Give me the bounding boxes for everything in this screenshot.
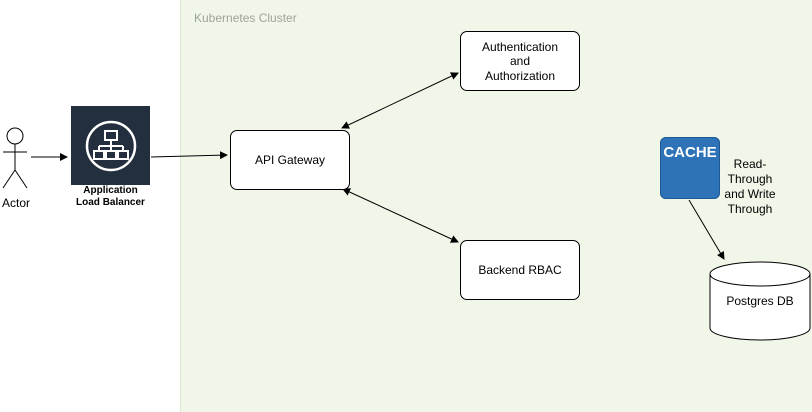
auth-line1: Authentication xyxy=(481,39,559,54)
auth-node[interactable]: Authentication and Authorization xyxy=(460,31,580,91)
cache-db-arrow xyxy=(688,199,725,260)
auth-line2: and xyxy=(509,53,531,68)
actor-icon xyxy=(2,127,28,189)
backend-rbac-node[interactable]: Backend RBAC xyxy=(460,240,580,300)
database-cylinder-icon xyxy=(709,261,811,341)
auth-line3: Authorization xyxy=(484,68,556,83)
gateway-auth-arrow xyxy=(341,72,459,129)
cluster-label: Kubernetes Cluster xyxy=(194,11,297,25)
load-balancer-icon xyxy=(71,106,150,185)
actor-label: Actor xyxy=(1,196,30,210)
api-gateway-label: API Gateway xyxy=(254,153,326,167)
cache-icon: CACHE xyxy=(660,137,720,199)
api-gateway-node[interactable]: API Gateway xyxy=(230,130,350,190)
cache-strategy-note: Read- Through and Write Through xyxy=(724,157,776,216)
backend-rbac-label: Backend RBAC xyxy=(478,263,562,277)
gateway-rbac-arrow xyxy=(342,188,459,243)
postgres-db-label: Postgres DB xyxy=(726,294,794,308)
alb-to-gateway-arrow xyxy=(150,151,228,160)
network-tree-icon xyxy=(85,120,136,171)
load-balancer-label: Application Load Balancer xyxy=(76,185,145,208)
